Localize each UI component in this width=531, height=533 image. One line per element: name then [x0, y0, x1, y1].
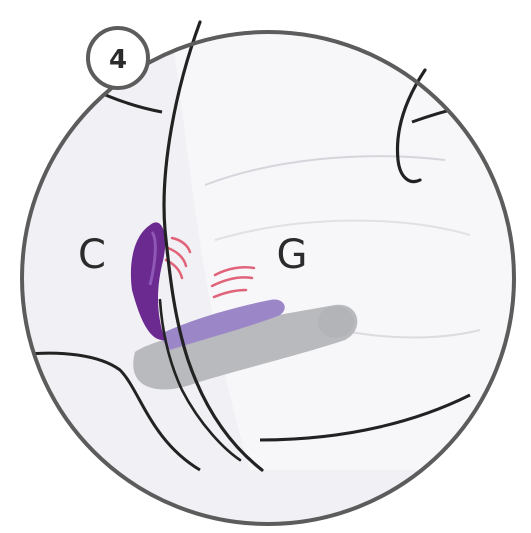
label-c: C [78, 232, 106, 278]
gray-device-tip [318, 306, 354, 338]
step-badge: 4 [88, 28, 148, 88]
step-number: 4 [109, 45, 127, 75]
label-g: G [277, 232, 308, 278]
